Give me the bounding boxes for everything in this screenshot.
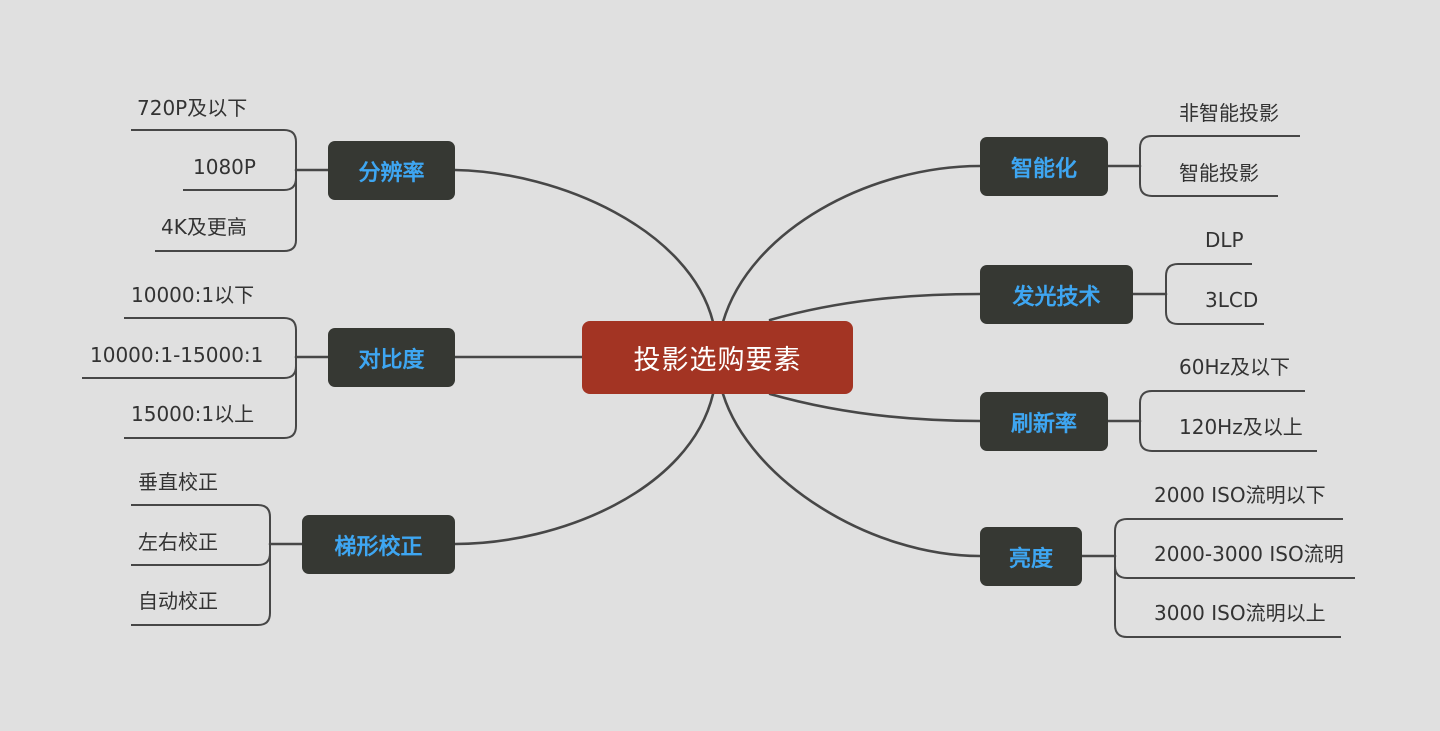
branch-smart[interactable]: 智能化: [980, 137, 1108, 196]
smart-bracket: [1106, 135, 1300, 197]
brightness-bracket: [1080, 518, 1355, 638]
leaf-light-dlp[interactable]: DLP: [1205, 228, 1244, 252]
leaf-keystone-vertical[interactable]: 垂直校正: [138, 470, 218, 494]
leaf-brightness-mid[interactable]: 2000-3000 ISO流明: [1154, 542, 1344, 566]
refresh-bracket: [1106, 390, 1317, 452]
contrast-bracket: [82, 317, 330, 439]
light-bracket: [1131, 263, 1264, 325]
leaf-resolution-1080p[interactable]: 1080P: [193, 155, 256, 179]
resolution-bracket: [131, 129, 330, 252]
leaf-brightness-high[interactable]: 3000 ISO流明以上: [1154, 601, 1326, 625]
leaf-smart-non-smart[interactable]: 非智能投影: [1179, 101, 1279, 125]
leaf-brightness-low[interactable]: 2000 ISO流明以下: [1154, 483, 1326, 507]
connector-root-resolution: [453, 168, 715, 324]
branch-light-source[interactable]: 发光技术: [980, 265, 1133, 324]
leaf-contrast-low[interactable]: 10000:1以下: [131, 283, 255, 307]
leaf-refresh-120hz[interactable]: 120Hz及以上: [1179, 415, 1303, 439]
leaf-light-3lcd[interactable]: 3LCD: [1205, 288, 1259, 312]
leaf-keystone-auto[interactable]: 自动校正: [138, 589, 218, 613]
branch-refresh-rate[interactable]: 刷新率: [980, 392, 1108, 451]
leaf-refresh-60hz[interactable]: 60Hz及以下: [1179, 355, 1290, 379]
root-topic[interactable]: 投影选购要素: [582, 321, 853, 394]
branch-contrast[interactable]: 对比度: [328, 328, 455, 387]
leaf-resolution-4k[interactable]: 4K及更高: [161, 215, 247, 239]
connector-root-keystone: [453, 392, 715, 546]
branch-keystone[interactable]: 梯形校正: [302, 515, 455, 574]
connector-root-refresh: [768, 392, 982, 423]
leaf-keystone-horizontal[interactable]: 左右校正: [138, 530, 218, 554]
leaf-contrast-high[interactable]: 15000:1以上: [131, 402, 255, 426]
connector-root-light: [768, 292, 982, 322]
connector-root-brightness: [721, 392, 982, 558]
connector-root-smart: [721, 164, 982, 324]
leaf-contrast-mid[interactable]: 10000:1-15000:1: [90, 343, 264, 367]
branch-brightness[interactable]: 亮度: [980, 527, 1082, 586]
leaf-resolution-720p[interactable]: 720P及以下: [137, 96, 248, 120]
branch-resolution[interactable]: 分辨率: [328, 141, 455, 200]
keystone-bracket: [131, 504, 304, 626]
leaf-smart-smart[interactable]: 智能投影: [1179, 161, 1259, 185]
